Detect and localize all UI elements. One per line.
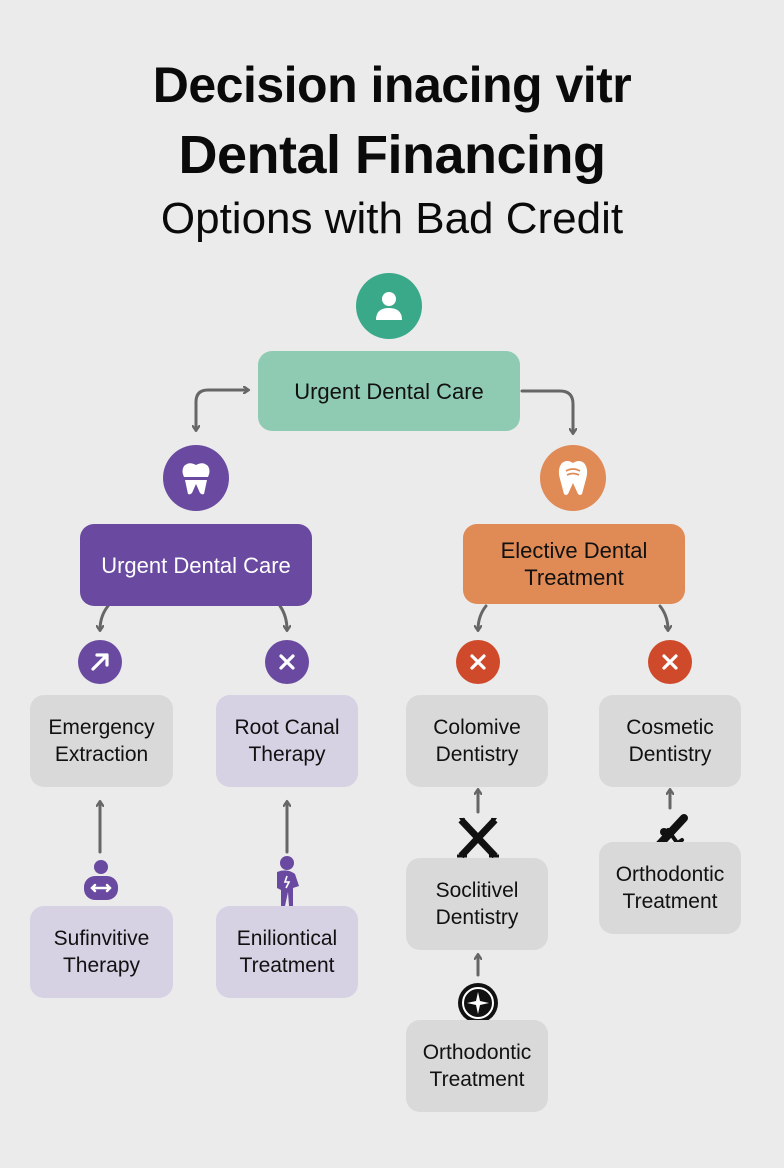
leaf-label-line1: Root Canal [234, 716, 340, 739]
leaf-label-line2: Extraction [54, 743, 149, 766]
leaf-label-line1: Orthodontic [615, 863, 725, 886]
person-pain-icon [273, 854, 303, 906]
leaf-label-line2: Treatment [239, 954, 335, 977]
urgent-care-node[interactable]: Urgent Dental Care [80, 524, 312, 606]
title-line-1: Decision inacing vitr [152, 57, 632, 113]
x-icon [265, 640, 309, 684]
leaf-label-line1: Colomive [433, 716, 521, 739]
title-line-3: Options with Bad Credit [160, 194, 624, 243]
leaf-label-line2: Treatment [429, 1068, 525, 1091]
crossed-tools-icon [455, 816, 501, 860]
root-label: Urgent Dental Care [294, 378, 484, 404]
elective-label-line2: Treatment [524, 565, 624, 590]
leaf-label-line1: Cosmetic [626, 716, 714, 739]
title-line-2: Dental Financing [178, 125, 606, 185]
leaf-label-line2: Treatment [622, 890, 718, 913]
leaf-label-line2: Therapy [248, 743, 326, 766]
compass-star-icon [458, 983, 498, 1023]
leaf-label-line2: Dentistry [435, 743, 519, 766]
leaf-label-line2: Dentistry [628, 743, 712, 766]
arrow-up-right-icon [78, 640, 122, 684]
elective-label-line1: Elective Dental [500, 538, 648, 563]
leaf-label-line1: Emergency [48, 716, 155, 739]
tooth-icon [540, 445, 606, 511]
leaf-label-line1: Eniliontical [236, 927, 338, 950]
person-exercise-icon [80, 858, 122, 902]
leaf-label-line1: Orthodontic [422, 1041, 532, 1064]
person-icon [356, 273, 422, 339]
leaf-label-line2: Dentistry [435, 906, 519, 929]
leaf-label-line1: Sufinvitive [53, 927, 150, 950]
root-node[interactable]: Urgent Dental Care [258, 351, 520, 431]
x-icon [456, 640, 500, 684]
leaf-label-line2: Therapy [62, 954, 141, 977]
tooth-crown-icon [163, 445, 229, 511]
leaf-label-line1: Soclitivel [435, 879, 519, 902]
urgent-care-label: Urgent Dental Care [101, 552, 291, 578]
x-icon [648, 640, 692, 684]
